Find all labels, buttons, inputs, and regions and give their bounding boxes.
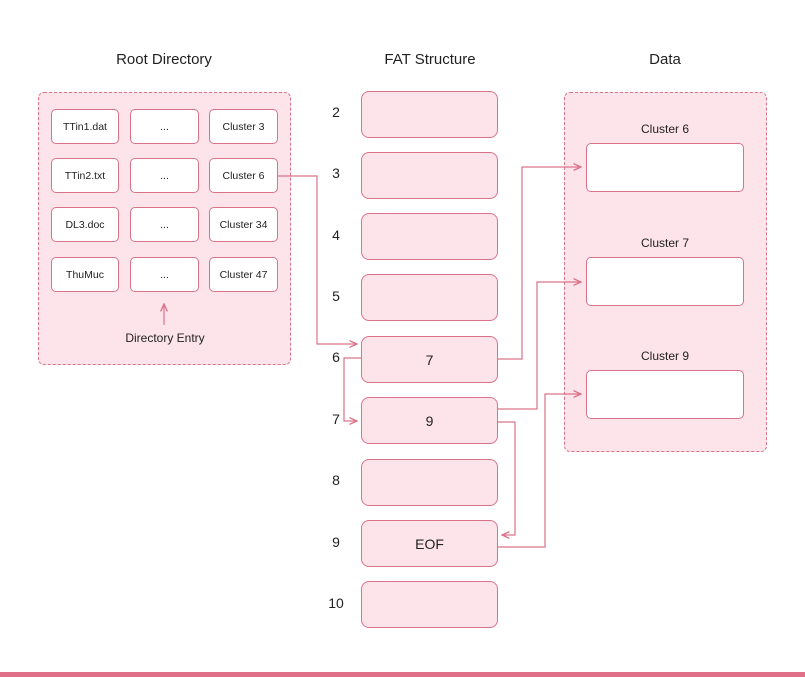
fat-entry-box: 9 — [361, 397, 498, 444]
data-cluster-label: Cluster 7 — [640, 236, 690, 250]
fat-entry-box — [361, 581, 498, 628]
fat-entry-box — [361, 152, 498, 199]
fat-entry-box — [361, 91, 498, 138]
fat-index: 5 — [332, 288, 340, 304]
fat-index: 2 — [332, 104, 340, 120]
directory-entry-caption: Directory Entry — [125, 331, 205, 345]
entry-info-cell: ... — [130, 207, 199, 242]
entry-info-cell: ... — [130, 158, 199, 193]
entry-info-cell: ... — [130, 109, 199, 144]
data-cluster-block — [586, 143, 744, 192]
bottom-accent-bar — [0, 672, 805, 677]
fat-index: 3 — [332, 165, 340, 181]
fat-index: 10 — [328, 595, 344, 611]
root-directory-heading: Root Directory — [116, 51, 212, 68]
fat-structure-heading: FAT Structure — [384, 51, 476, 68]
entry-name-cell: DL3.doc — [51, 207, 119, 242]
fat-index: 4 — [332, 227, 340, 243]
fat-index: 8 — [332, 472, 340, 488]
fat-index: 7 — [332, 411, 340, 427]
entry-name-cell: TTin1.dat — [51, 109, 119, 144]
data-cluster-block — [586, 257, 744, 306]
fat-entry-box: EOF — [361, 520, 498, 567]
entry-cluster-cell: Cluster 47 — [209, 257, 278, 292]
fat-entry-box — [361, 274, 498, 321]
data-heading: Data — [649, 51, 681, 68]
fat-entry-box — [361, 213, 498, 260]
data-cluster-block — [586, 370, 744, 419]
entry-cluster-cell: Cluster 34 — [209, 207, 278, 242]
entry-cluster-cell: Cluster 3 — [209, 109, 278, 144]
entry-name-cell: TTin2.txt — [51, 158, 119, 193]
entry-name-cell: ThuMuc — [51, 257, 119, 292]
entry-info-cell: ... — [130, 257, 199, 292]
fat-index: 9 — [332, 534, 340, 550]
fat-index: 6 — [332, 349, 340, 365]
fat7-to-fat9-arrow — [498, 421, 516, 535]
data-cluster-label: Cluster 6 — [640, 122, 690, 136]
data-cluster-label: Cluster 9 — [640, 349, 690, 363]
fat-entry-box — [361, 459, 498, 506]
entry-cluster-cell: Cluster 6 — [209, 158, 278, 193]
fat-entry-box: 7 — [361, 336, 498, 383]
